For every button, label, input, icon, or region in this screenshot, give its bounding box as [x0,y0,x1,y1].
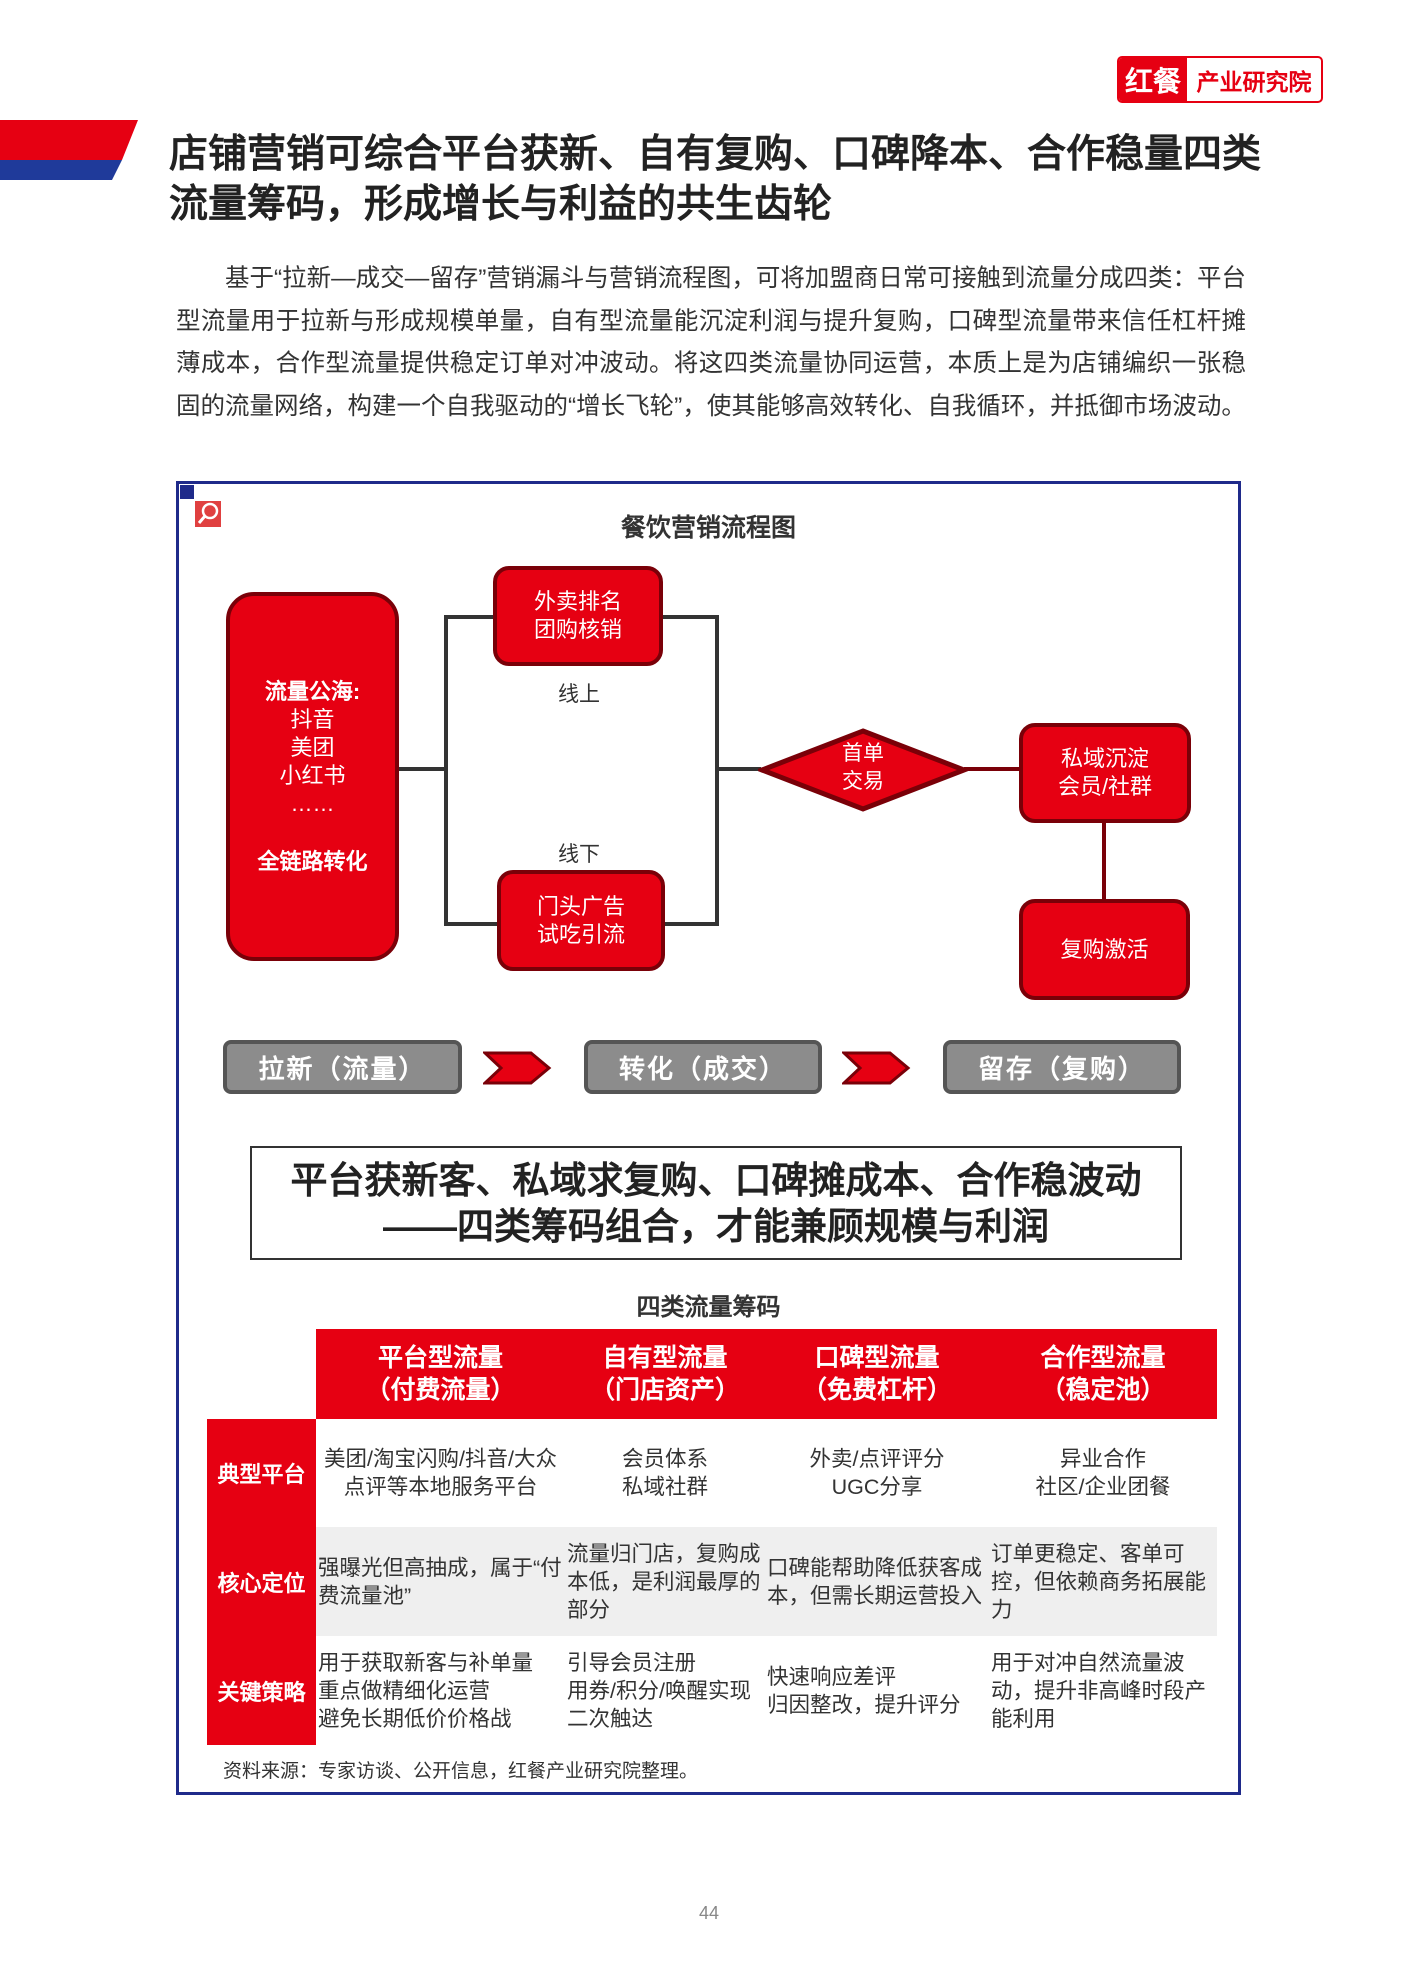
intro-paragraph: 基于“拉新—成交—留存”营销漏斗与营销流程图，可将加盟商日常可接触到流量分成四类… [176,265,1246,420]
table-cell: 会员体系 私域社群 [621,1447,708,1499]
offline-box: 门头广告 试吃引流 [497,870,665,971]
table-cell: 美团/淘宝闪购/抖音/大众点评等本地服务平台 [324,1447,557,1499]
table-cell: 引导会员注册 用券/积分/唤醒实现二次触达 [567,1650,751,1731]
connector [444,615,494,619]
table-header: 自有型流量 （门店资产） [565,1329,765,1419]
chevron-right-icon [483,1051,552,1085]
header-line: 合作型流量 [1040,1344,1166,1372]
magnifier-icon [180,485,221,527]
connector [663,615,719,619]
box-line: 门头广告 [536,893,625,919]
connector [964,767,1020,771]
header-line: 平台型流量 [377,1344,503,1372]
connector [1102,822,1106,902]
table-cell: 强曝光但高抽成，属于“付费流量池” [318,1555,562,1608]
row-label: 关键策略 [207,1636,316,1745]
connector [715,767,761,771]
diamond-line: 首单 [842,742,884,765]
pool-footer: 全链路转化 [257,848,368,874]
summary-box: 平台获新客、私域求复购、口碑摊成本、合作稳波动 ——四类筹码组合，才能兼顾规模与… [250,1146,1182,1260]
table-cell: 用于对冲自然流量波动，提升非高峰时段产能利用 [991,1650,1207,1731]
connector [444,615,448,926]
box-line: 试吃引流 [536,921,625,947]
box-line: 私域沉淀 [1060,746,1149,771]
online-label: 线上 [558,683,600,706]
flowchart-title: 餐饮营销流程图 [620,514,796,542]
connector [665,922,719,926]
table-title: 四类流量筹码 [636,1294,781,1321]
summary-line: 平台获新客、私域求复购、口碑摊成本、合作稳波动 [290,1160,1142,1201]
table-cell: 流量归门店，复购成本低，是利润最厚的部分 [567,1541,761,1622]
row-label: 典型平台 [207,1419,316,1527]
page-number: 44 [698,1903,720,1923]
stage-convert: 转化（成交） [584,1040,822,1094]
online-box: 外卖排名 团购核销 [493,566,663,666]
diamond-label: 首单 交易 [758,740,968,796]
offline-label: 线下 [558,843,600,866]
pool-item: …… [290,790,335,816]
header-line: （门店资产） [589,1376,740,1404]
header-line: （稳定池） [1040,1376,1166,1404]
header-line: （免费杠杆） [801,1376,952,1404]
pool-item: 抖音 [290,706,335,732]
logo-text: 产业研究院 [1196,68,1312,95]
connector [444,922,498,926]
stage-retain: 留存（复购） [943,1040,1181,1094]
figure-frame [176,481,1241,1795]
first-order-diamond [758,728,968,812]
table-header: 平台型流量 （付费流量） [316,1329,565,1419]
page-title: 店铺营销可综合平台获新、自有复购、口碑降本、合作稳量四类流量筹码，形成增长与利益… [169,133,1262,226]
pool-heading: 流量公海: [264,678,361,704]
logo-mark: 红餐 [1119,58,1187,101]
pool-item: 小红书 [279,762,346,788]
header-line: 口碑型流量 [814,1344,940,1372]
box-line: 团购核销 [533,617,622,642]
private-domain-box: 私域沉淀 会员/社群 [1019,723,1191,823]
table-cell: 外卖/点评评分 UGC分享 [809,1447,945,1499]
table-cell: 快速响应差评 归因整改，提升评分 [767,1664,961,1717]
source-note: 资料来源：专家访谈、公开信息，红餐产业研究院整理。 [223,1761,699,1782]
row-label: 核心定位 [207,1527,316,1636]
diamond-line: 交易 [842,770,884,793]
stage-acquire: 拉新（流量） [223,1040,462,1094]
brand-logo: 红餐 产业研究院 [1117,56,1323,103]
table-cell: 口碑能帮助降低获客成本，但需长期运营投入 [767,1555,983,1608]
connector [399,767,447,771]
traffic-pool-box: 流量公海: 抖音 美团 小红书 …… 全链路转化 [226,592,399,961]
header-line: 自有型流量 [602,1344,728,1372]
repurchase-box: 复购激活 [1019,899,1190,1000]
table-cell: 用于获取新客与补单量 重点做精细化运营 避免长期低价价格战 [318,1650,534,1731]
table-cell: 异业合作 社区/企业团餐 [1035,1447,1171,1499]
chevron-right-icon [842,1051,911,1085]
table-cell: 订单更稳定、客单可控，但依赖商务拓展能力 [991,1541,1207,1622]
header-line: （付费流量） [365,1376,516,1404]
pool-item: 美团 [290,734,335,760]
row-background [316,1527,1217,1636]
table-header: 口碑型流量 （免费杠杆） [765,1329,989,1419]
box-line: 外卖排名 [533,589,622,614]
summary-line: ——四类筹码组合，才能兼顾规模与利润 [383,1206,1049,1247]
box-line: 会员/社群 [1057,774,1153,799]
table-header: 合作型流量 （稳定池） [989,1329,1217,1419]
header-stripe-decoration [0,120,138,180]
